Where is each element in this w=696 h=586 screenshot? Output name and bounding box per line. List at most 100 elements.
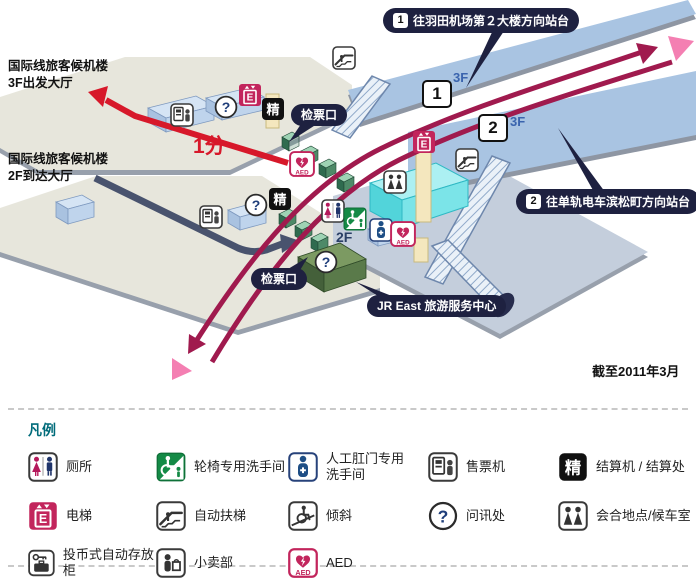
walk-time-label: 1分 (193, 135, 226, 158)
legend: 凡例 厕所 轮椅专用洗手间 人工肛门专用 洗手间 售票机 精结算机 / 结算处 … (0, 414, 696, 586)
legend-label: 厕所 (66, 459, 93, 475)
escalator-icon (156, 501, 186, 531)
svg-text:?: ? (252, 197, 261, 213)
svg-text:?: ? (322, 254, 331, 270)
svg-text:?: ? (222, 99, 231, 115)
platform-number-badge: 2 (526, 194, 541, 209)
callout-gate-bottom: 检票口 (251, 268, 308, 290)
platform-2-badge: 2 (478, 114, 508, 142)
separator-top (8, 408, 688, 410)
svg-text:E: E (247, 93, 254, 104)
station-map: ? E 精 AED ? 精 AED (0, 0, 696, 380)
hall-2f-label-line2: 2F到达大厅 (8, 169, 73, 183)
hall-3f-label-line2: 3F出发大厅 (8, 76, 73, 90)
slope-icon (288, 501, 318, 531)
callout-to-haneda: 1 往羽田机场第２大楼方向站台 (383, 8, 580, 33)
meeting-point-icon (383, 170, 407, 194)
svg-text:?: ? (438, 506, 449, 526)
svg-text:精: 精 (565, 458, 581, 477)
callout-label: 往羽田机场第２大楼方向站台 (413, 13, 570, 28)
hall-2f-label-line1: 国际线旅客候机楼 (8, 152, 109, 166)
platform-number-badge: 1 (393, 13, 408, 28)
svg-text:精: 精 (273, 192, 286, 207)
legend-item-slope: 倾斜 (288, 501, 428, 531)
kiosk-icon (156, 548, 186, 578)
legend-item-kiosk: 小卖部 (156, 548, 288, 578)
map-graphics (0, 0, 696, 380)
svg-text:E: E (421, 140, 428, 151)
track-arrowheads (172, 36, 694, 380)
callout-to-hamamatsucho: 2 往单轨电车滨松町方向站台 (516, 189, 696, 214)
legend-item-toilet: 厕所 (28, 452, 156, 482)
legend-label: 投币式自动存放柜 (62, 547, 154, 578)
platform-1-floor-label: 3F (453, 70, 469, 85)
aed-icon: AED (390, 221, 416, 247)
legend-label: 小卖部 (194, 555, 234, 571)
escalator-icon (332, 46, 356, 70)
legend-item-escalator: 自动扶梯 (156, 501, 288, 531)
locker-icon (28, 548, 55, 578)
ticket-machine-icon (428, 452, 458, 482)
wheelchair-toilet-icon (156, 452, 186, 482)
svg-text:AED: AED (295, 169, 309, 176)
fare-adjustment-icon: 精 (261, 97, 285, 121)
separator-bottom (8, 565, 688, 567)
as-of-date: 截至2011年3月 (592, 364, 680, 379)
legend-item-ostomy: 人工肛门专用 洗手间 (288, 451, 428, 482)
svg-text:AED: AED (396, 239, 410, 246)
legend-label: 倾斜 (326, 508, 353, 524)
fare-adjustment-icon: 精 (268, 187, 292, 211)
ticket-machine-icon (199, 205, 223, 229)
legend-item-wheelchair-toilet: 轮椅专用洗手间 (156, 452, 288, 482)
information-icon: ? (244, 193, 268, 217)
callout-label: JR East 旅游服务中心 (377, 299, 497, 313)
callout-pointers (283, 28, 605, 298)
callout-gate-top: 检票口 (291, 104, 348, 126)
svg-text:E: E (39, 512, 47, 526)
callout-label: 检票口 (301, 108, 338, 122)
concourse-floor-label: 2F (336, 229, 353, 245)
platform-2-floor-label: 3F (510, 114, 526, 129)
platform-2-shape (408, 71, 696, 197)
legend-item-elevator: E 电梯 (28, 501, 156, 531)
legend-label: 自动扶梯 (194, 508, 247, 524)
legend-item-meeting: 会合地点/候车室 (558, 501, 696, 531)
ostomy-icon (288, 452, 318, 482)
legend-item-checkout: 精结算机 / 结算处 (558, 452, 696, 482)
legend-grid: 厕所 轮椅专用洗手间 人工肛门专用 洗手间 售票机 精结算机 / 结算处 E 电梯… (0, 442, 696, 586)
toilet-icon (321, 199, 345, 223)
platform-1-badge: 1 (422, 80, 452, 108)
meeting-icon (558, 501, 588, 531)
information-icon: ? (314, 250, 338, 274)
information-icon: ? (214, 95, 238, 119)
callout-label: 检票口 (261, 272, 298, 286)
elevator-icon: E (412, 130, 436, 154)
legend-label: 电梯 (66, 508, 93, 524)
legend-label: 售票机 (466, 459, 506, 475)
legend-label: 结算机 / 结算处 (596, 459, 685, 475)
legend-item-ticket-machine: 售票机 (428, 452, 558, 482)
walk-route-3f-arrow (88, 86, 289, 166)
toilet-icon (28, 452, 58, 482)
legend-title: 凡例 (28, 422, 56, 438)
hall-3f-label-line1: 国际线旅客候机楼 (8, 59, 109, 73)
aed-icon: AED (288, 548, 318, 578)
hall-3f-label: 国际线旅客候机楼 3F出发大厅 (8, 58, 108, 92)
legend-label: AED (326, 555, 353, 571)
callout-label: 往单轨电车滨松町方向站台 (546, 194, 691, 209)
elevator-icon: E (28, 501, 58, 531)
aed-icon: AED (289, 151, 315, 177)
question-icon: ? (428, 501, 458, 531)
legend-label: 人工肛门专用 洗手间 (326, 451, 405, 482)
svg-text:精: 精 (266, 102, 279, 117)
legend-label: 会合地点/候车室 (596, 508, 691, 524)
legend-label: 轮椅专用洗手间 (194, 459, 286, 475)
walk-route-2f-arrow (93, 174, 300, 256)
legend-item-locker: 投币式自动存放柜 (28, 547, 156, 578)
callout-jr-east: JR East 旅游服务中心 (367, 295, 507, 317)
checkout-icon: 精 (558, 452, 588, 482)
elevator-icon: E (238, 83, 262, 107)
legend-label: 问讯处 (466, 508, 506, 524)
hall-2f-label: 国际线旅客候机楼 2F到达大厅 (8, 151, 108, 185)
